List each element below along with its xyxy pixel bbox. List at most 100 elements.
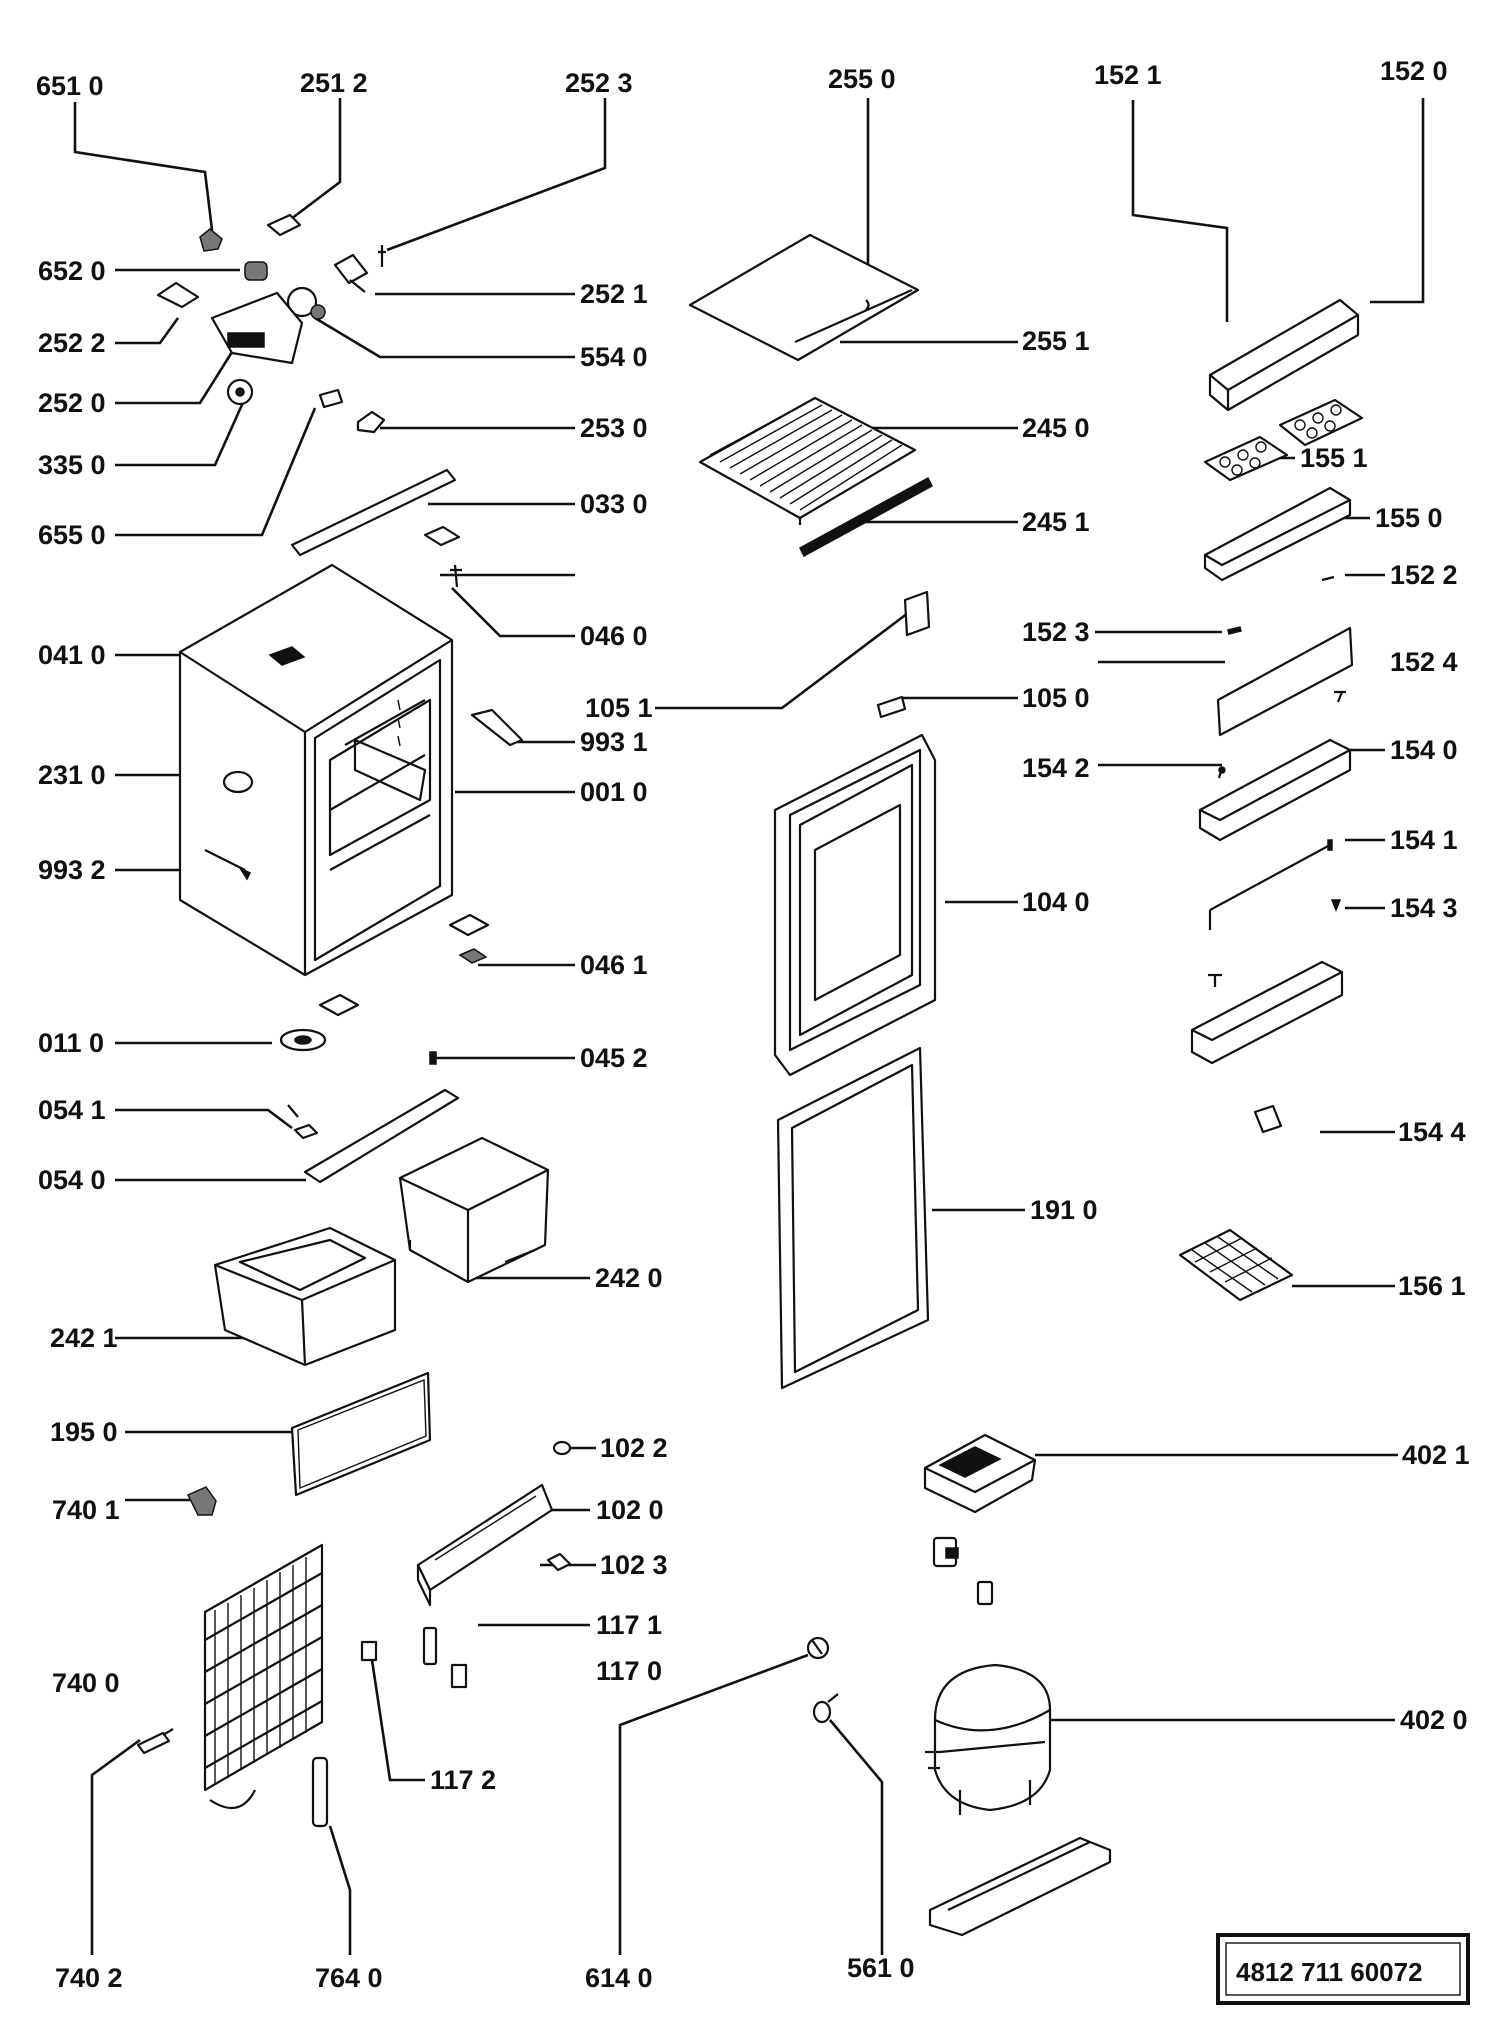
- callout-1550: 155 0: [1375, 503, 1443, 533]
- part-glass-shelf-2550: [688, 233, 920, 362]
- part-relay-b: [976, 1580, 994, 1606]
- callout-0541: 054 1: [38, 1095, 106, 1125]
- callout-1040: 104 0: [1022, 887, 1090, 917]
- callout-2310: 231 0: [38, 760, 106, 790]
- part-capillary-7640: [311, 1756, 329, 1828]
- callout-1540: 154 0: [1390, 735, 1458, 765]
- callout-7401: 740 1: [52, 1495, 120, 1525]
- callout-2451: 245 1: [1022, 507, 1090, 537]
- callout-2522: 252 2: [38, 328, 106, 358]
- callout-6520: 652 0: [38, 256, 106, 286]
- callout-0330: 033 0: [580, 489, 648, 519]
- callout-0410: 041 0: [38, 640, 106, 670]
- callout-1523: 152 3: [1022, 617, 1090, 647]
- part-dairy-box-1520: [1208, 298, 1360, 412]
- callout-6140: 614 0: [585, 1963, 653, 1993]
- part-lamp-cover-small: [266, 213, 302, 237]
- callout-7640: 764 0: [315, 1963, 383, 1993]
- part-cover-0540: [303, 1088, 460, 1184]
- callout-1172: 117 2: [430, 1765, 496, 1795]
- part-relay-box-4021: [923, 1433, 1037, 1514]
- part-shelf-trim-2451: [799, 476, 933, 558]
- part-door-tray-1540: [1198, 738, 1352, 842]
- callout-1561: 156 1: [1398, 1271, 1466, 1301]
- part-bracket-2521: [333, 253, 369, 293]
- callout-2420: 242 0: [595, 1263, 663, 1293]
- callout-5610: 561 0: [847, 1953, 915, 1983]
- diagram-id-box: 4812 711 60072: [1216, 1933, 1470, 2005]
- callout-0540: 054 0: [38, 1165, 106, 1195]
- part-screw-0541: [287, 1104, 319, 1140]
- part-thermostat-knob-cap: [199, 228, 223, 252]
- part-door-shelf-1020: [416, 1483, 554, 1607]
- part-door-1040: [773, 733, 937, 1077]
- part-door-tray-lower: [1190, 960, 1344, 1065]
- callout-2530: 253 0: [580, 413, 648, 443]
- callout-2421: 242 1: [50, 1323, 118, 1353]
- callout-2450: 245 0: [1022, 413, 1090, 443]
- callout-0461: 046 1: [580, 950, 648, 980]
- part-cabinet-0010: [178, 563, 454, 977]
- callout-5540: 554 0: [580, 342, 648, 372]
- callout-1051: 105 1: [585, 693, 653, 723]
- parts: [136, 213, 1364, 1937]
- callout-2520: 252 0: [38, 388, 106, 418]
- callout-1022: 102 2: [600, 1433, 668, 1463]
- part-switch-6550: [318, 388, 344, 409]
- callout-1170: 117 0: [596, 1656, 662, 1686]
- part-gasket-1910: [776, 1046, 930, 1390]
- part-clip-1172: [360, 1640, 378, 1662]
- part-clip-7401: [186, 1486, 217, 1516]
- callout-9932: 993 2: [38, 855, 106, 885]
- part-hinge-0461: [448, 913, 490, 964]
- part-condenser-7400: [203, 1543, 324, 1810]
- leader-lines: [73, 98, 1425, 1955]
- callout-1520: 152 0: [1380, 56, 1448, 86]
- callout-6550: 655 0: [38, 520, 106, 550]
- part-bin-2421: [213, 1226, 397, 1367]
- part-hinge-1170: [450, 1663, 468, 1689]
- callout-1522: 152 2: [1390, 560, 1458, 590]
- callout-1541: 154 1: [1390, 825, 1458, 855]
- callout-1050: 105 0: [1022, 683, 1090, 713]
- callout-7400: 740 0: [52, 1668, 120, 1698]
- part-clip-1544: [1253, 1104, 1283, 1134]
- callout-0452: 045 2: [580, 1043, 648, 1073]
- callout-1020: 102 0: [596, 1495, 664, 1525]
- callout-9931: 993 1: [580, 727, 648, 757]
- callout-1910: 191 0: [1030, 1195, 1098, 1225]
- callout-1950: 195 0: [50, 1417, 118, 1447]
- part-egg-tray-1551a: [1278, 398, 1364, 447]
- callout-2512: 251 2: [300, 68, 368, 98]
- part-screw-1543: [1330, 899, 1342, 913]
- callout-0010: 001 0: [580, 777, 648, 807]
- part-hinge-1171: [422, 1626, 438, 1666]
- part-rail-0330: [290, 468, 457, 557]
- part-screw-1522: [1321, 575, 1335, 582]
- part-panel-1950: [290, 1371, 432, 1497]
- callout-1551: 155 1: [1300, 443, 1368, 473]
- part-grommet-6140: [806, 1636, 830, 1660]
- part-knob-3350: [226, 378, 254, 406]
- callout-1023: 102 3: [600, 1550, 668, 1580]
- part-screw-0460: [450, 564, 462, 588]
- part-pin-1542: [1217, 766, 1226, 779]
- part-bin-2420: [398, 1136, 550, 1284]
- part-clip-2523: [378, 245, 386, 267]
- part-hinge-1050: [876, 695, 907, 719]
- callout-0460: 046 0: [580, 621, 648, 651]
- part-clamp-5610: [812, 1693, 839, 1724]
- part-drier-7402: [136, 1728, 174, 1755]
- callout-2551: 255 1: [1022, 326, 1090, 356]
- part-clip-1022: [552, 1440, 572, 1456]
- callout-1543: 154 3: [1390, 893, 1458, 923]
- part-foot-0110: [279, 1028, 327, 1052]
- part-holder-2522: [156, 281, 200, 309]
- part-screw-1524: [1334, 690, 1346, 703]
- callout-2550: 255 0: [828, 64, 896, 94]
- callout-0110: 011 0: [38, 1028, 104, 1058]
- callout-1171: 117 1: [596, 1610, 662, 1640]
- part-screw-1521: [865, 299, 870, 311]
- part-wire-shelf-2450: [698, 396, 917, 525]
